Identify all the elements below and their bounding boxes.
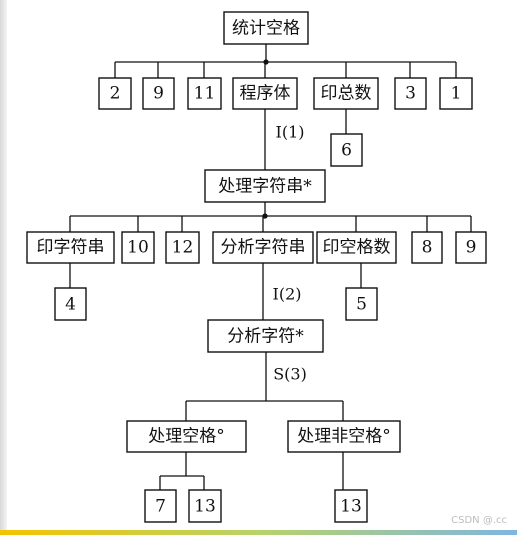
node-print-spaces-box [316, 231, 397, 264]
node-process-nonspace-label: 处理非空格° [297, 427, 391, 447]
node-label: 2 [110, 84, 121, 104]
node-box [144, 489, 177, 523]
node-label: 1 [451, 84, 462, 104]
node-root-box [223, 11, 309, 45]
node-print-string-label: 印字符串 [37, 238, 105, 258]
node-program-body-label: 程序体 [240, 84, 291, 104]
node-process-string-label: 处理字符串* [218, 177, 312, 197]
node-print-total-box [313, 77, 379, 110]
node-box [334, 489, 368, 523]
node-print-total-label: 印总数 [321, 84, 372, 104]
edge-label: S(3) [273, 365, 307, 384]
node-box [188, 489, 222, 523]
node-analyze-string-box [212, 231, 314, 264]
edge-label: I(1) [276, 123, 305, 142]
node-print-spaces-label: 印空格数 [323, 238, 391, 258]
node-root-label: 统计空格 [232, 19, 300, 39]
node-label: 5 [356, 295, 367, 315]
node-box [98, 77, 132, 110]
node-box [142, 77, 175, 110]
watermark-text: CSDN @.cc [451, 515, 507, 526]
node-label: 9 [466, 238, 477, 258]
node-print-string-box [26, 231, 115, 264]
node-label: 3 [405, 84, 416, 104]
node-analyze-char-label: 分析字符* [227, 327, 304, 347]
node-label: 13 [340, 497, 362, 517]
node-box [345, 287, 378, 321]
node-analyze-string-label: 分析字符串 [221, 238, 306, 258]
node-label: 10 [127, 238, 149, 258]
node-box [165, 231, 200, 264]
node-label: 4 [65, 295, 76, 315]
left-edge-bar [0, 0, 7, 535]
node-process-space-box [126, 420, 247, 453]
node-label: 13 [194, 497, 216, 517]
node-box [121, 231, 155, 264]
node-box [187, 77, 222, 110]
node-label: 9 [153, 84, 164, 104]
node-box [439, 77, 473, 110]
node-label: 8 [422, 238, 433, 258]
node-box [330, 133, 363, 167]
node-label: 12 [172, 238, 194, 258]
node-label: 7 [155, 497, 166, 517]
node-process-space-label: 处理空格° [148, 427, 225, 447]
node-process-nonspace-box [287, 420, 401, 453]
node-box [394, 77, 427, 110]
node-program-body-box [232, 77, 298, 110]
node-label: 6 [341, 141, 352, 161]
node-process-string-box [204, 169, 326, 203]
node-box [455, 231, 487, 264]
node-label: 11 [194, 84, 216, 104]
node-analyze-char-box [207, 319, 324, 353]
node-box [411, 231, 443, 264]
node-box [54, 287, 87, 321]
edge-label: I(2) [273, 285, 302, 304]
bottom-edge-bar [0, 530, 517, 535]
